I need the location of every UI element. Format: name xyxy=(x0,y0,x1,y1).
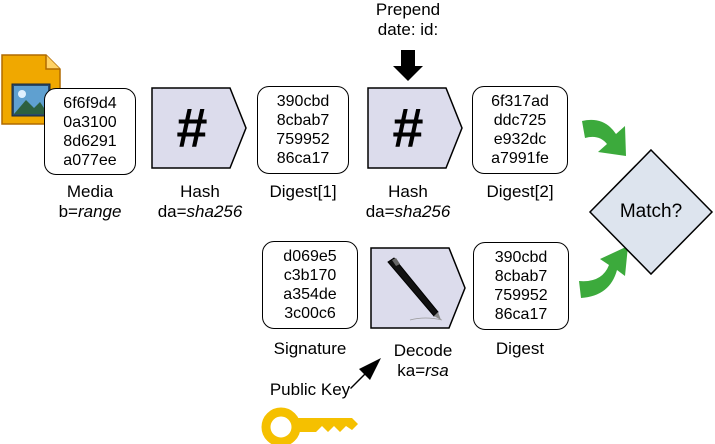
image-file-icon xyxy=(1,54,61,125)
decode-label: Decode ka=rsa xyxy=(368,341,478,381)
media-title: Media xyxy=(66,182,114,201)
media-box: 6f6f9d4 0a3100 8d6291 a077ee xyxy=(44,88,136,175)
signature-box: d069e5 c3b170 a354de 3c00c6 xyxy=(262,241,358,329)
prepend-line1: Prepend xyxy=(375,0,441,19)
decode-title: Decode xyxy=(393,341,453,360)
digest2-hex-line: e932dc xyxy=(493,131,547,148)
public-key-arrow xyxy=(350,358,381,389)
match-arrow-top xyxy=(582,119,626,156)
prepend-arrow xyxy=(393,50,423,81)
hash2-label: Hash da=sha256 xyxy=(348,182,468,222)
prepend-line2: date: id: xyxy=(377,20,439,39)
decode-param-key: ka= xyxy=(397,361,426,380)
hash2-param: da=sha256 xyxy=(348,202,468,222)
match-diamond xyxy=(588,148,714,276)
media-hex-line: a077ee xyxy=(63,151,117,169)
digest1-label: Digest[1] xyxy=(269,182,337,201)
match-arrow-bottom xyxy=(579,246,628,298)
signature-hex-line: c3b170 xyxy=(283,267,337,284)
media-hex-line: 6f6f9d4 xyxy=(63,94,117,112)
hash1-shape xyxy=(151,87,247,169)
signature-hex-line: a354de xyxy=(283,286,337,303)
digest2-box: 6f317ad ddc725 e932dc a7991fe xyxy=(472,86,568,174)
digest1-hex-line: 8cbab7 xyxy=(276,112,330,129)
decode-param: ka=rsa xyxy=(368,361,478,381)
decode-param-val: rsa xyxy=(425,361,449,380)
pen-icon xyxy=(387,257,443,321)
media-param-key: b= xyxy=(58,202,78,221)
digest3-hex-line: 759952 xyxy=(494,287,548,304)
digest3-label: Digest xyxy=(495,339,545,358)
signature-hex-line: 3c00c6 xyxy=(284,305,336,322)
digest3-box: 390cbd 8cbab7 759952 86ca17 xyxy=(473,242,569,330)
hash2-param-val: sha256 xyxy=(394,202,451,221)
prepend-label: Prepend date: id: xyxy=(358,0,458,40)
hash1-label: Hash da=sha256 xyxy=(140,182,260,222)
digest2-hex-line: ddc725 xyxy=(493,112,547,129)
match-label: Match? xyxy=(619,201,683,222)
digest2-hex-line: a7991fe xyxy=(491,150,549,167)
signature-hex-line: d069e5 xyxy=(283,248,337,265)
media-hex-line: 8d6291 xyxy=(63,132,117,150)
media-param-val: range xyxy=(77,202,122,221)
signature-label: Signature xyxy=(273,339,347,358)
hash2-shape xyxy=(367,87,463,169)
digest3-hex-line: 8cbab7 xyxy=(494,268,548,285)
digest1-hex-line: 759952 xyxy=(276,131,330,148)
digest1-hex-line: 86ca17 xyxy=(276,150,330,167)
key-icon xyxy=(261,407,358,444)
digest3-hex-line: 390cbd xyxy=(494,249,548,266)
digest2-hex-line: 6f317ad xyxy=(491,93,549,110)
media-label: Media b=range xyxy=(40,182,140,222)
hash1-symbol: # xyxy=(176,96,208,159)
public-key-label: Public Key xyxy=(269,380,351,399)
digest3-hex-line: 86ca17 xyxy=(494,306,548,323)
digest1-hex-line: 390cbd xyxy=(276,93,330,110)
digest1-box: 390cbd 8cbab7 759952 86ca17 xyxy=(257,86,349,174)
digest2-label: Digest[2] xyxy=(486,182,554,201)
hash2-title: Hash xyxy=(388,182,428,201)
media-param: b=range xyxy=(40,202,140,222)
hash1-param-val: sha256 xyxy=(186,202,243,221)
hash2-param-key: da= xyxy=(365,202,395,221)
hash1-title: Hash xyxy=(180,182,220,201)
media-hex-line: 0a3100 xyxy=(63,113,117,131)
hash1-param-key: da= xyxy=(157,202,187,221)
hash1-param: da=sha256 xyxy=(140,202,260,222)
hash2-symbol: # xyxy=(392,96,424,159)
